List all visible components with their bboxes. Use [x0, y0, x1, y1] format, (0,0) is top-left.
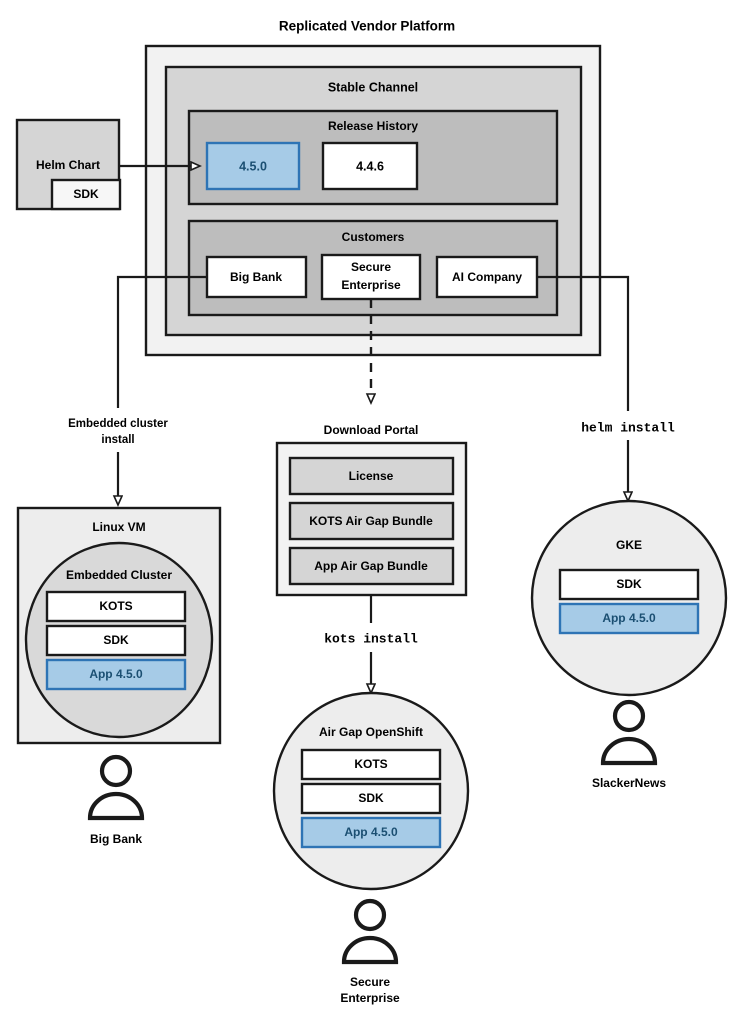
customer-label-secure-enterprise-line2: Enterprise [341, 278, 401, 292]
component-label-openshift-kots: KOTS [354, 757, 387, 771]
persona-label-big-bank: Big Bank [90, 832, 142, 846]
component-box-openshift-sdk[interactable] [300, 782, 442, 815]
persona-label-secure-enterprise-line2: Enterprise [340, 991, 400, 1005]
component-label-openshift-app: App 4.5.0 [344, 825, 398, 839]
component-box-gke-sdk[interactable] [558, 568, 700, 601]
helm-chart-label: Helm Chart [36, 158, 100, 172]
release-version-4-5-0: 4.5.0 [239, 159, 267, 173]
component-label-gke-sdk: SDK [616, 577, 642, 591]
customer-label-secure-enterprise-line1: Secure [351, 260, 391, 274]
customer-box-secure-enterprise[interactable] [320, 253, 422, 301]
persona-label-slackernews: SlackerNews [592, 776, 666, 790]
customer-label-big-bank: Big Bank [230, 270, 282, 284]
release-version-4-4-6: 4.4.6 [356, 159, 384, 173]
component-box-openshift-app[interactable] [300, 816, 442, 849]
edge-ai-company-to-gke [537, 275, 630, 411]
customer-label-ai-company: AI Company [452, 270, 522, 284]
stable-channel-label: Stable Channel [328, 80, 418, 94]
component-box-openshift-kots[interactable] [300, 748, 442, 781]
customers-label: Customers [342, 230, 405, 244]
persona-label-secure-enterprise-line1: Secure [350, 975, 390, 989]
component-label-linux-vm-app: App 4.5.0 [89, 667, 143, 681]
artifact-label-license: License [349, 469, 394, 483]
artifact-box-app-air-gap-bundle[interactable] [288, 546, 455, 586]
target-label-gke: GKE [616, 538, 642, 552]
embedded-cluster-label: Embedded Cluster [66, 568, 172, 582]
component-box-linux-vm-kots[interactable] [45, 590, 187, 623]
edge-label-embedded-cluster-install-line2: install [101, 434, 134, 446]
target-label-linux-vm: Linux VM [92, 520, 145, 534]
component-label-gke-app: App 4.5.0 [602, 611, 656, 625]
helm-chart-sdk-label: SDK [73, 187, 99, 201]
edge-big-bank-to-linux-vm [116, 275, 207, 408]
edge-label-embedded-cluster-install-line1: Embedded cluster [68, 418, 168, 430]
customer-box-big-bank[interactable] [205, 255, 308, 299]
artifact-label-app-air-gap-bundle: App Air Gap Bundle [314, 559, 428, 573]
download-portal-label: Download Portal [324, 423, 419, 437]
artifact-box-kots-air-gap-bundle[interactable] [288, 501, 455, 541]
component-box-gke-app[interactable] [558, 602, 700, 635]
edge-label-helm-install: helm install [581, 420, 675, 435]
customer-box-ai-company[interactable] [435, 255, 539, 299]
artifact-box-license[interactable] [288, 456, 455, 496]
persona-icon-secure-enterprise [341, 898, 399, 965]
target-label-air-gap-openshift: Air Gap OpenShift [319, 725, 423, 739]
release-history-label: Release History [328, 119, 418, 133]
component-label-linux-vm-sdk: SDK [103, 633, 129, 647]
release-box-4-4-6[interactable] [321, 141, 419, 191]
component-label-linux-vm-kots: KOTS [99, 599, 132, 613]
edge-label-kots-install: kots install [324, 631, 418, 646]
release-box-4-5-0[interactable] [205, 141, 301, 191]
artifact-label-kots-air-gap-bundle: KOTS Air Gap Bundle [309, 514, 433, 528]
persona-icon-slackernews [600, 699, 658, 766]
persona-icon-big-bank [87, 754, 145, 821]
component-box-linux-vm-app[interactable] [45, 658, 187, 691]
component-label-openshift-sdk: SDK [358, 791, 384, 805]
component-box-linux-vm-sdk[interactable] [45, 624, 187, 657]
page-title: Replicated Vendor Platform [279, 19, 455, 34]
helm-chart-sdk-box[interactable] [50, 178, 122, 211]
